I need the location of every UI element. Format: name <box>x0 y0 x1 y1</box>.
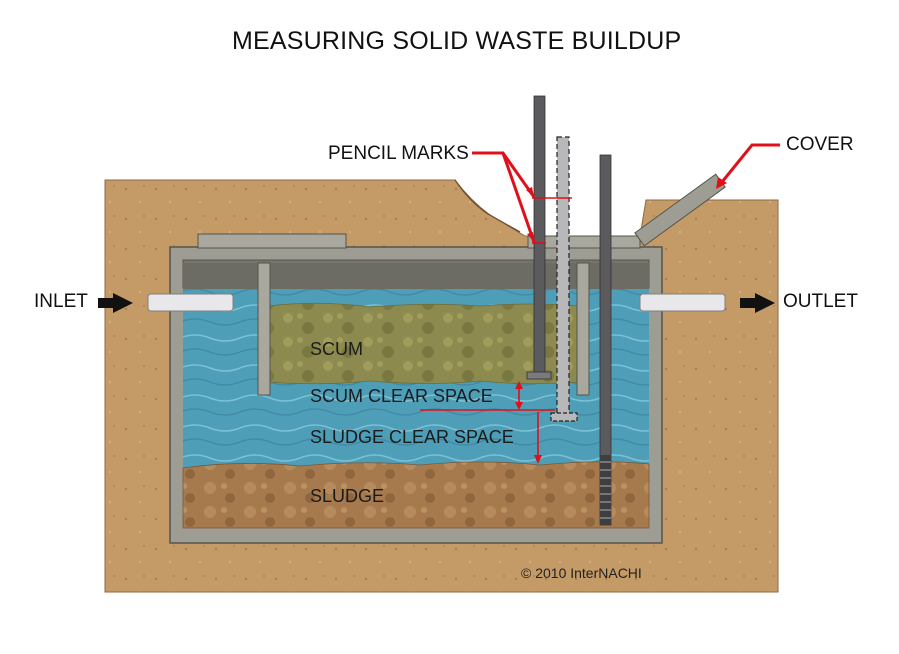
scum-measuring-pole <box>533 95 546 373</box>
scum-label: SCUM <box>310 339 363 359</box>
outlet-label: OUTLET <box>783 291 858 312</box>
outlet-pipe <box>639 293 726 312</box>
sludge-pole-cloth <box>600 455 611 525</box>
outlet-baffle <box>576 262 590 396</box>
riser-left <box>197 233 347 249</box>
pencil-marks-label: PENCIL MARKS <box>328 143 469 164</box>
sludge-layer <box>182 461 650 529</box>
dashed-pole-foot <box>550 412 578 422</box>
inlet-pipe <box>147 293 234 312</box>
cover-label: COVER <box>786 134 854 155</box>
inlet-arrow-icon <box>98 293 133 313</box>
dashed-measuring-pole <box>556 136 570 416</box>
outlet-arrow-icon <box>740 293 775 313</box>
scum-clear-space-label: SCUM CLEAR SPACE <box>310 386 493 406</box>
pencil-marks-leader <box>472 151 536 243</box>
sludge-clear-space-dimension <box>420 409 555 464</box>
diagram-title: MEASURING SOLID WASTE BUILDUP <box>232 27 682 55</box>
cover-leader <box>716 143 780 189</box>
scum-pole-foot <box>526 371 552 380</box>
inlet-baffle <box>257 262 271 396</box>
scum-clear-space-dimension <box>515 381 523 410</box>
sludge-clear-space-label: SLUDGE CLEAR SPACE <box>310 427 514 447</box>
copyright-notice: © 2010 InterNACHI <box>521 565 642 581</box>
riser-right <box>527 235 641 249</box>
soil-crack <box>454 179 521 233</box>
sludge-label: SLUDGE <box>310 486 385 506</box>
inlet-label: INLET <box>34 291 88 312</box>
